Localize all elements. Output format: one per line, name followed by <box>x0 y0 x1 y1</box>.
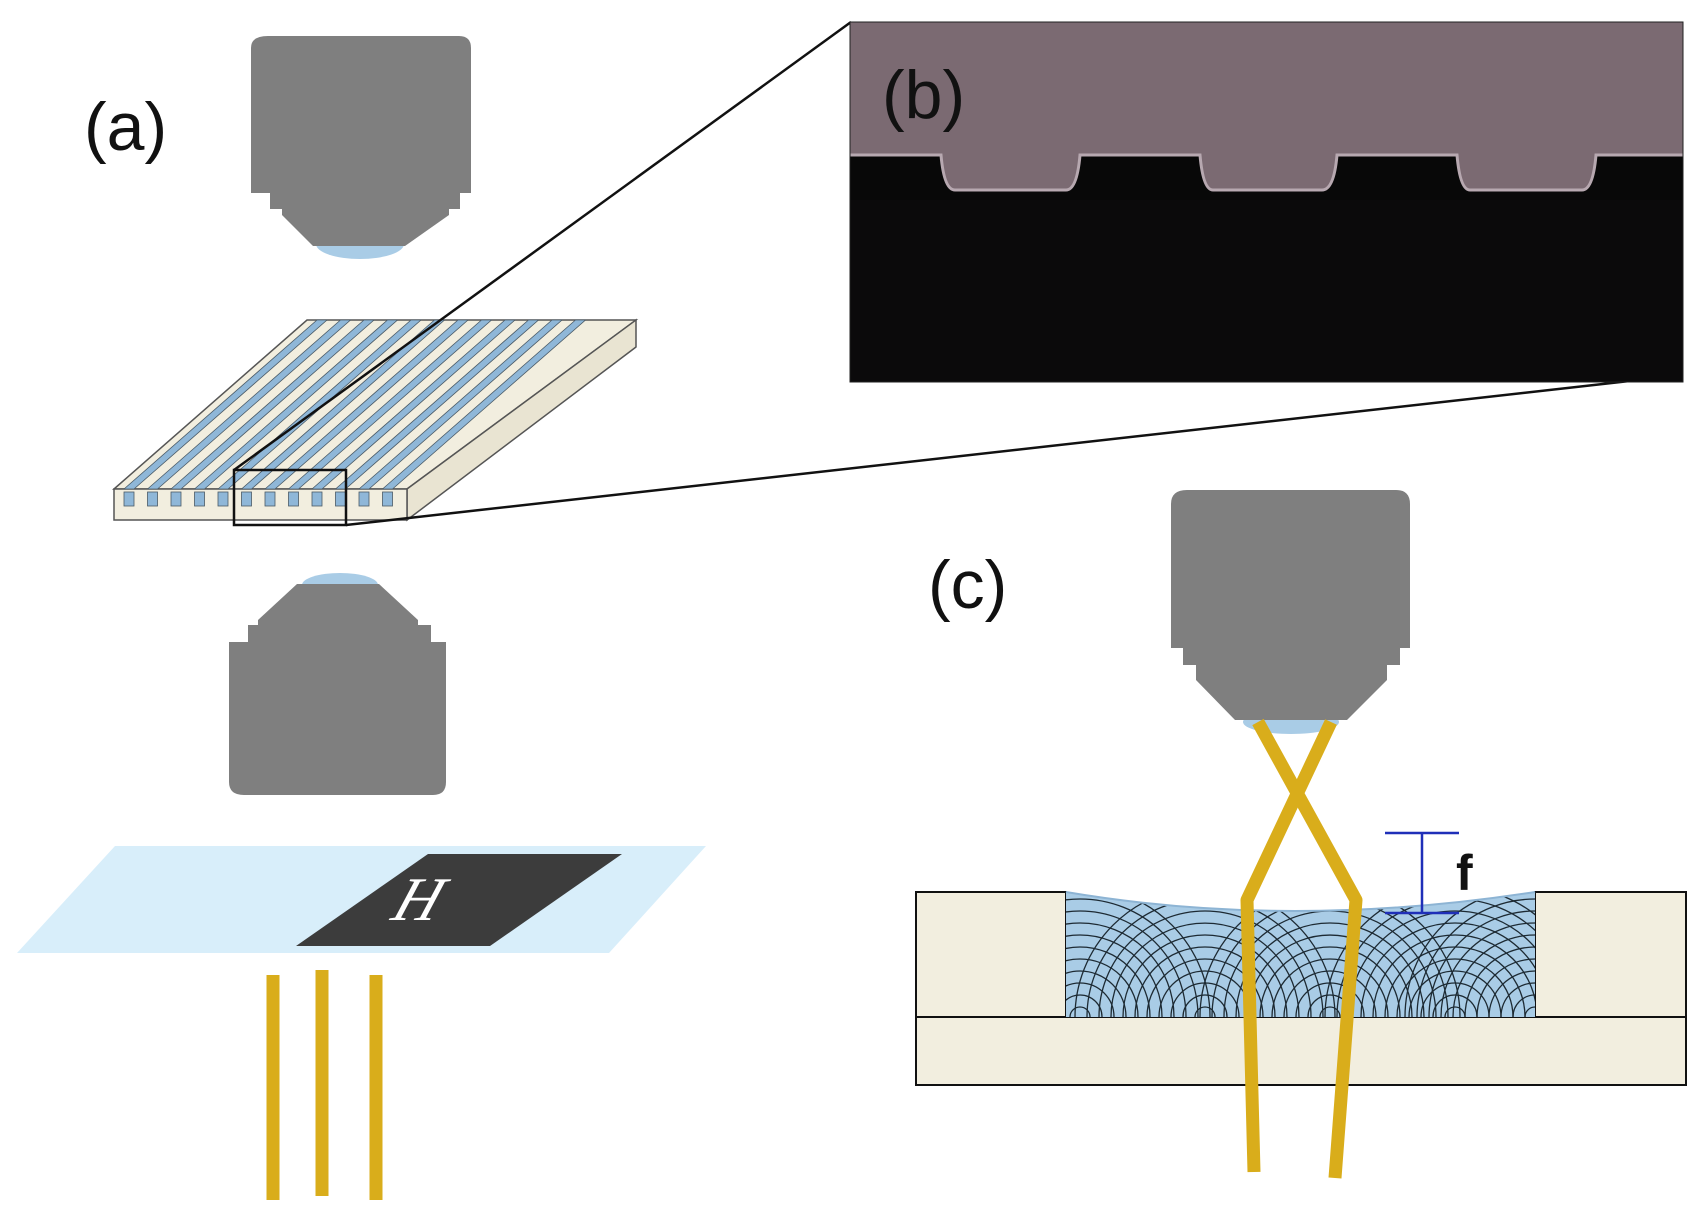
wave-arc <box>1404 892 1535 1017</box>
groove-channel <box>287 319 493 490</box>
groove-channel <box>122 319 329 490</box>
groove-channel <box>381 319 587 490</box>
wave-arc <box>1452 934 1535 1017</box>
wave-arc <box>1247 934 1413 1017</box>
laser-beam-icon <box>1240 718 1363 1179</box>
zoom-connector <box>233 20 1684 527</box>
wave-arc <box>1416 898 1535 1017</box>
wave-arc <box>1066 892 1211 1017</box>
groove-slot <box>147 491 158 507</box>
wave-arc <box>1146 958 1264 1017</box>
wave-arc <box>1134 946 1276 1017</box>
wave-arc <box>1396 958 1514 1017</box>
wave-arc <box>1066 970 1127 1017</box>
groove-slot <box>123 491 135 507</box>
panel-a-label: (a) <box>84 89 167 165</box>
wave-arc <box>1440 922 1535 1017</box>
wave-arc <box>1324 892 1535 1017</box>
groove-channel <box>263 319 470 490</box>
photomask-icon: H H <box>17 846 706 953</box>
wave-arc <box>1194 1006 1216 1017</box>
wave-arc <box>1319 1006 1341 1017</box>
dimension-marker: f <box>1385 831 1473 915</box>
substrate-grooves <box>122 319 587 507</box>
groove-slot <box>264 491 276 507</box>
wave-arc <box>1259 946 1401 1017</box>
wave-arc <box>1271 958 1389 1017</box>
liquid-channel <box>1065 891 1536 1017</box>
wave-arc <box>1066 958 1139 1017</box>
wave-arc <box>1066 910 1187 1017</box>
wave-arc <box>1074 892 1336 1017</box>
wave-arc <box>1476 958 1535 1017</box>
objective-lens-icon <box>1171 490 1410 734</box>
substrate-cross-section <box>915 891 1687 1086</box>
groove-channel <box>334 319 540 490</box>
panel-c: (c) f <box>915 490 1687 1179</box>
objective-lens-icon <box>251 36 471 259</box>
objective-lens-icon <box>229 573 446 795</box>
wave-arc <box>1444 1006 1466 1017</box>
panel-a: (a) H H <box>17 36 706 1200</box>
wave-arc <box>1069 1006 1091 1017</box>
zoom-box <box>232 468 348 527</box>
wave-arc <box>1098 910 1312 1017</box>
wave-arc <box>1066 898 1199 1017</box>
groove-channel <box>169 319 376 490</box>
wave-arc <box>1066 922 1175 1017</box>
wave-arc <box>1428 910 1535 1017</box>
wave-arcs <box>1066 892 1535 1017</box>
wave-arc <box>1360 922 1535 1017</box>
wave-arc <box>1512 994 1535 1017</box>
wave-arc <box>1408 970 1502 1017</box>
wave-arc <box>1348 910 1535 1017</box>
laser-beam-icon <box>266 970 383 1200</box>
wave-arc <box>1464 946 1535 1017</box>
wave-arc <box>1488 970 1535 1017</box>
wave-arc <box>1283 970 1377 1017</box>
groove-slot <box>217 491 229 507</box>
dimension-label-f: f <box>1456 845 1473 901</box>
groove-slot <box>288 491 299 507</box>
groove-channel <box>310 319 517 490</box>
micrograph-image <box>850 22 1683 382</box>
wave-arc <box>1372 934 1535 1017</box>
wave-arc <box>1524 1006 1535 1017</box>
groove-channel <box>193 319 399 490</box>
groove-channel <box>216 319 423 490</box>
wave-arc <box>1122 934 1288 1017</box>
groove-channel <box>146 319 352 490</box>
grooved-substrate-icon <box>112 318 639 527</box>
wave-arc <box>1066 994 1103 1017</box>
wave-arc <box>1066 934 1163 1017</box>
groove-slot <box>170 491 182 507</box>
groove-slot <box>311 491 323 507</box>
wave-arc <box>1199 892 1461 1017</box>
groove-channel <box>357 319 564 490</box>
groove-channel <box>240 319 446 490</box>
groove-slot <box>194 491 205 507</box>
panel-c-label: (c) <box>928 547 1007 623</box>
wave-arc <box>1432 994 1478 1017</box>
panel-b-label: (b) <box>882 57 965 133</box>
groove-slot <box>335 491 346 507</box>
groove-slot <box>358 491 370 507</box>
wave-arc <box>1182 994 1228 1017</box>
wave-arc <box>1420 982 1490 1017</box>
groove-slot <box>241 491 252 507</box>
wave-arc <box>1066 946 1151 1017</box>
wave-arc <box>1500 982 1535 1017</box>
wave-arc <box>1110 922 1300 1017</box>
panel-b: (b) <box>849 21 1684 383</box>
groove-slot <box>382 491 393 507</box>
